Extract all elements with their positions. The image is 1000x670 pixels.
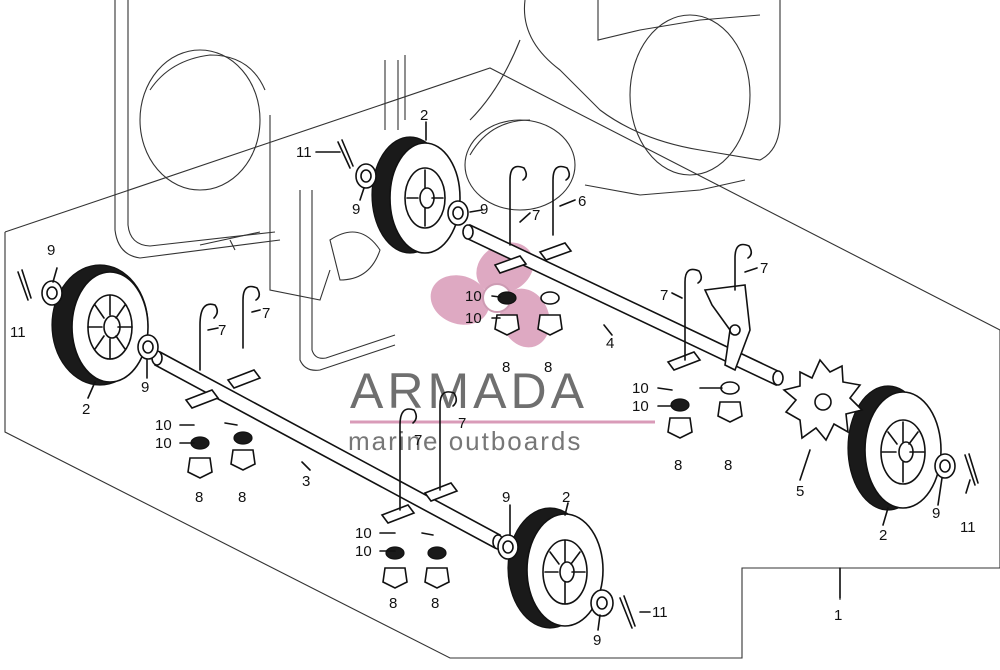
callout-11-b: 11 bbox=[10, 324, 26, 341]
callout-9-d: 9 bbox=[480, 201, 488, 218]
callout-7-b: 7 bbox=[218, 322, 226, 339]
callout-8-c: 8 bbox=[389, 595, 397, 612]
axle-rear-4 bbox=[462, 223, 784, 387]
leader-lines bbox=[52, 121, 971, 631]
callout-11-d: 11 bbox=[960, 519, 976, 536]
callout-7-d: 7 bbox=[414, 432, 422, 449]
brackets bbox=[184, 242, 702, 524]
cotter-pins bbox=[17, 139, 979, 629]
callout-11-a: 11 bbox=[296, 144, 312, 161]
callout-2-rear: 2 bbox=[420, 107, 428, 124]
callout-8-g: 8 bbox=[674, 457, 682, 474]
callout-2-right: 2 bbox=[879, 527, 887, 544]
callout-9-a: 9 bbox=[47, 242, 55, 259]
hooks bbox=[199, 165, 753, 511]
callout-10-f: 10 bbox=[465, 310, 482, 327]
callout-4: 4 bbox=[606, 335, 614, 352]
callout-10-d: 10 bbox=[355, 543, 372, 560]
latch-lever bbox=[703, 284, 751, 372]
callout-8-d: 8 bbox=[431, 595, 439, 612]
callout-8-a: 8 bbox=[195, 489, 203, 506]
wheel-front bbox=[507, 507, 604, 629]
callout-11-c: 11 bbox=[652, 604, 668, 621]
watermark-brand: ARMADA bbox=[350, 363, 588, 419]
callout-10-a: 10 bbox=[155, 417, 172, 434]
callout-9-g: 9 bbox=[932, 505, 940, 522]
wheel-left bbox=[51, 264, 149, 386]
callout-1: 1 bbox=[834, 607, 842, 624]
callout-9-c: 9 bbox=[352, 201, 360, 218]
callout-10-g: 10 bbox=[632, 380, 649, 397]
callout-7-f: 7 bbox=[660, 287, 668, 304]
star-spacer-5 bbox=[782, 358, 864, 442]
spacer-rings bbox=[41, 163, 956, 617]
callout-labels: 1 2 2 2 2 3 4 5 6 7 7 7 7 7 7 7 8 8 8 8 … bbox=[10, 107, 976, 649]
callout-8-e: 8 bbox=[502, 359, 510, 376]
callout-8-f: 8 bbox=[544, 359, 552, 376]
callout-9-b: 9 bbox=[141, 379, 149, 396]
callout-9-f: 9 bbox=[593, 632, 601, 649]
callout-7-c: 7 bbox=[262, 305, 270, 322]
callout-6: 6 bbox=[578, 193, 586, 210]
callout-2-left: 2 bbox=[82, 401, 90, 418]
callout-8-b: 8 bbox=[238, 489, 246, 506]
callout-9-e: 9 bbox=[502, 489, 510, 506]
callout-10-h: 10 bbox=[632, 398, 649, 415]
callout-7-e: 7 bbox=[458, 415, 466, 432]
callout-7-g: 7 bbox=[760, 260, 768, 277]
callout-3: 3 bbox=[302, 473, 310, 490]
wheel-right bbox=[847, 385, 942, 511]
axle-front-3 bbox=[151, 350, 504, 550]
callout-10-c: 10 bbox=[355, 525, 372, 542]
callout-2-front: 2 bbox=[562, 489, 570, 506]
wheel-rear bbox=[371, 136, 461, 254]
callout-10-e: 10 bbox=[465, 288, 482, 305]
callout-7-a: 7 bbox=[532, 207, 540, 224]
callout-10-b: 10 bbox=[155, 435, 172, 452]
callout-5: 5 bbox=[796, 483, 804, 500]
generator-outline bbox=[114, 0, 781, 371]
watermark-tagline: marine outboards bbox=[348, 426, 582, 456]
callout-8-h: 8 bbox=[724, 457, 732, 474]
